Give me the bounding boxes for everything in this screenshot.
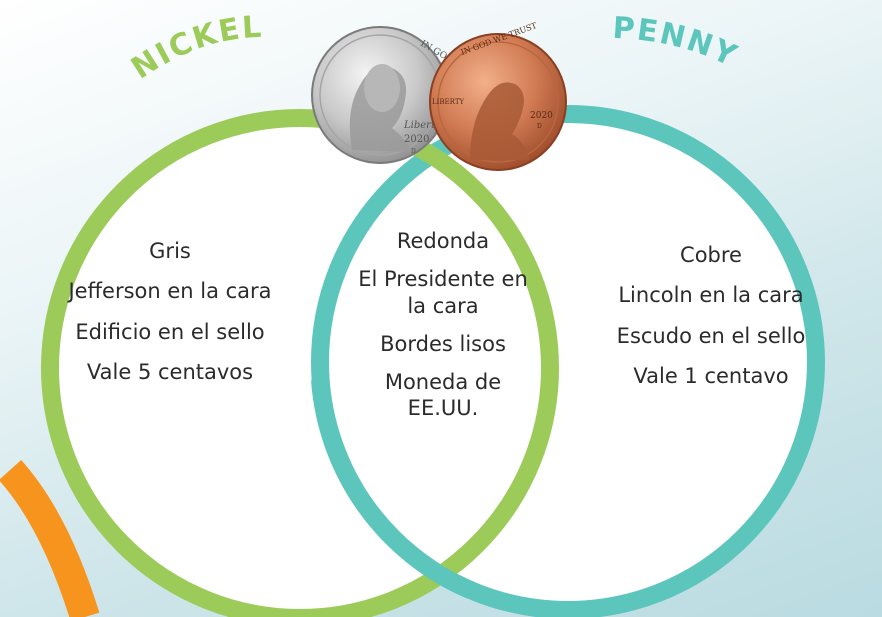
nickel-item: Edificio en el sello	[75, 319, 265, 344]
penny-item: Vale 1 centavo	[633, 363, 789, 388]
penny-items: Cobre Lincoln en la cara Escudo en el se…	[568, 242, 854, 389]
penny-item: Cobre	[680, 243, 742, 267]
penny-item: Escudo en el sello	[616, 323, 806, 348]
nickel-item: Gris	[149, 239, 191, 263]
nickel-title: NICKEL	[125, 10, 264, 87]
penny-title-path: PENNY	[612, 11, 742, 75]
shared-item: Redonda	[396, 229, 490, 253]
penny-liberty: LIBERTY	[432, 98, 464, 106]
nickel-circle	[41, 109, 559, 617]
penny-item: Lincoln en la cara	[618, 283, 804, 308]
shared-item: Bordes lisos	[380, 331, 506, 356]
penny-coin-icon: IN GOD WE TRUST LIBERTY 2020 D	[429, 21, 567, 171]
penny-year: 2020	[530, 111, 553, 121]
nickel-item: Jefferson en la cara	[68, 279, 272, 304]
nickel-year: 2020	[404, 134, 429, 145]
penny-circle-overlap-segment	[311, 379, 474, 599]
shared-item: El Presidente en la cara	[358, 267, 528, 318]
accent-arc	[0, 459, 100, 617]
penny-mint: D	[537, 123, 542, 130]
nickel-title-path: NICKEL	[125, 10, 262, 87]
nickel-circle-fill	[50, 118, 550, 617]
shared-items: Redonda El Presidente en la cara Bordes …	[348, 228, 538, 422]
nickel-items: Gris Jefferson en la cara Edificio en el…	[25, 238, 315, 385]
nickel-item: Vale 5 centavos	[86, 359, 254, 384]
penny-title: PENNY	[612, 11, 744, 75]
nickel-mint: D	[411, 148, 416, 155]
nickel-coin-icon: IN GOD Liberty 2020 D	[311, 26, 455, 164]
penny-circle	[311, 105, 825, 617]
shared-item: Moneda de EE.UU.	[384, 370, 502, 421]
nickel-signature: Liberty	[403, 120, 441, 131]
